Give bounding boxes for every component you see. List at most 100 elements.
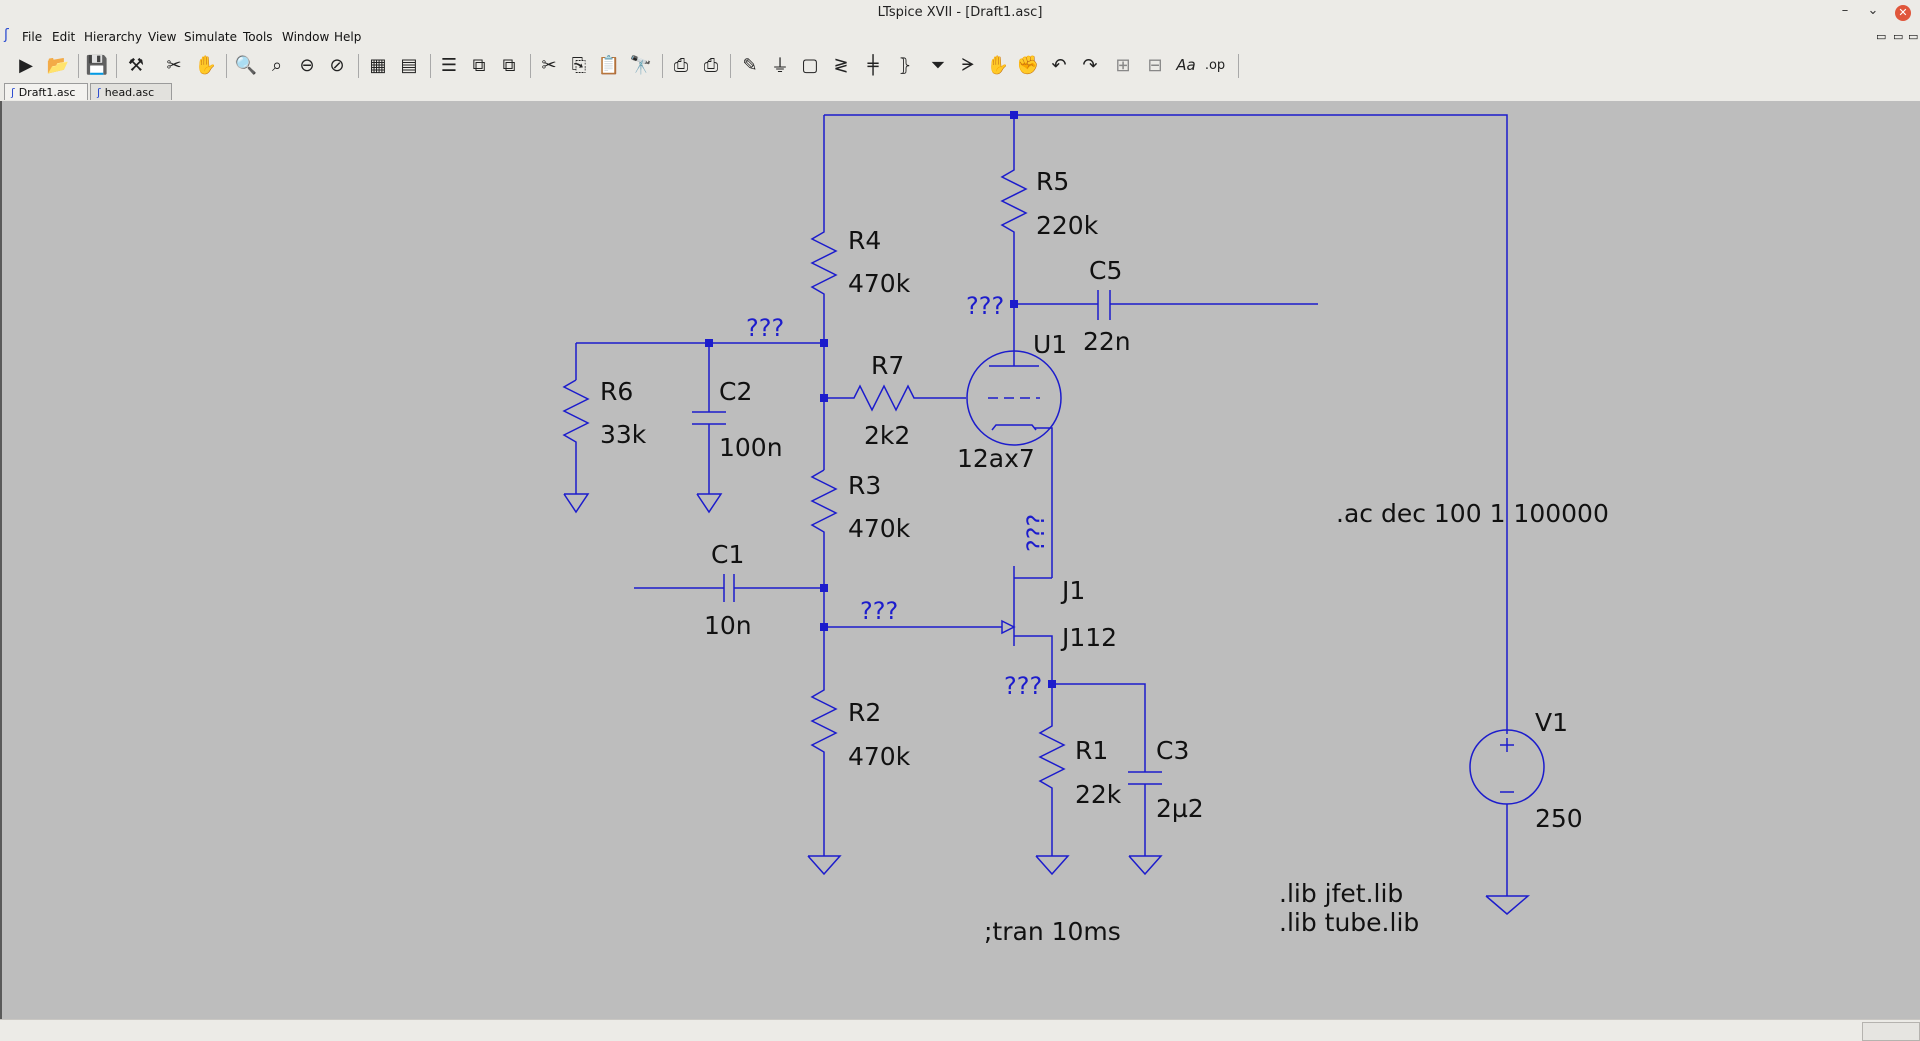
- C2-value: 100n: [719, 433, 783, 462]
- document-tabs: ʃ Draft1.asc ʃ head.asc: [0, 82, 1920, 102]
- lib-directive[interactable]: .lib jfet.lib: [1279, 879, 1403, 908]
- net-label[interactable]: ???: [966, 292, 1004, 320]
- menu-hierarchy[interactable]: Hierarchy: [84, 30, 143, 44]
- grid-icon[interactable]: ▤: [400, 54, 418, 76]
- lib-directive[interactable]: .lib tube.lib: [1279, 908, 1419, 937]
- capacitor-icon[interactable]: ╪: [867, 54, 879, 76]
- open-icon[interactable]: 📂: [46, 54, 70, 76]
- schematic-canvas[interactable]: R5 220k R4 470k C5 22n U1 12ax7 R7 2k2 R…: [0, 101, 1920, 1019]
- R6-value: 33k: [600, 420, 647, 449]
- rotate-icon[interactable]: ⊞: [1115, 54, 1131, 76]
- find-icon[interactable]: 🔭: [629, 54, 653, 76]
- R7-symbol[interactable]: [824, 384, 966, 412]
- menu-view[interactable]: View: [148, 30, 177, 44]
- print-icon[interactable]: ⎙: [673, 54, 689, 76]
- halt-icon[interactable]: ✂: [166, 54, 182, 76]
- move-icon[interactable]: ✋: [986, 54, 1010, 76]
- U1-symbol[interactable]: [966, 350, 1062, 446]
- C3-ref: C3: [1156, 736, 1189, 765]
- separator: [430, 54, 431, 78]
- paste-icon[interactable]: 📋: [597, 54, 621, 76]
- R1-value: 22k: [1075, 780, 1122, 809]
- component-icon[interactable]: ᗒ: [961, 54, 975, 76]
- zoom-fit-icon[interactable]: ⊘: [329, 54, 345, 76]
- menu-tools[interactable]: Tools: [243, 30, 273, 44]
- drag-icon[interactable]: ✊: [1016, 54, 1040, 76]
- net-label[interactable]: ???: [1022, 514, 1050, 552]
- cut-icon[interactable]: ✂: [541, 54, 557, 76]
- R3-ref: R3: [848, 471, 881, 500]
- ac-directive[interactable]: .ac dec 100 1 100000: [1336, 499, 1609, 528]
- menu-edit[interactable]: Edit: [52, 30, 76, 44]
- R1-symbol[interactable]: [1038, 684, 1066, 856]
- R6-symbol[interactable]: [562, 379, 590, 494]
- wire[interactable]: [1052, 683, 1146, 772]
- tab-head[interactable]: ʃ head.asc: [90, 83, 172, 100]
- wire[interactable]: [1034, 427, 1053, 578]
- tab-draft1[interactable]: ʃ Draft1.asc: [4, 83, 88, 100]
- run-icon[interactable]: ▶: [19, 54, 33, 76]
- mdi-min-icon[interactable]: ▭: [1893, 30, 1904, 43]
- inductor-icon[interactable]: ⦄: [898, 54, 912, 76]
- save-icon[interactable]: 💾: [85, 54, 109, 76]
- wire-icon[interactable]: ✎: [742, 54, 758, 76]
- diode-icon[interactable]: ⏷: [930, 54, 946, 76]
- cascade-icon[interactable]: ⧉: [502, 54, 516, 76]
- ground-icon[interactable]: ⏚: [771, 56, 789, 77]
- wire[interactable]: [824, 114, 1508, 734]
- separator: [1238, 54, 1239, 78]
- wire[interactable]: [1014, 635, 1053, 684]
- undo-icon[interactable]: ↶: [1051, 54, 1067, 76]
- separator: [116, 54, 117, 78]
- resistor-icon[interactable]: ≷: [833, 54, 849, 76]
- copy-icon[interactable]: ⎘: [571, 54, 587, 76]
- window-title: LTspice XVII - [Draft1.asc]: [877, 5, 1043, 20]
- label-icon[interactable]: ▢: [801, 54, 819, 76]
- mirror-icon[interactable]: ⊟: [1147, 54, 1163, 76]
- schematic-drawing[interactable]: R5 220k R4 470k C5 22n U1 12ax7 R7 2k2 R…: [2, 101, 1920, 1019]
- menu-simulate[interactable]: Simulate: [184, 30, 238, 44]
- app-icon: ʃ: [4, 27, 9, 43]
- redo-icon[interactable]: ↷: [1082, 54, 1098, 76]
- control-panel-icon[interactable]: ⚒: [127, 54, 145, 76]
- C3-value: 2µ2: [1156, 794, 1204, 823]
- R1-ref: R1: [1075, 736, 1108, 765]
- junction-dot: [1048, 680, 1056, 688]
- zoom-area-icon[interactable]: ⌕: [271, 54, 283, 76]
- maximize-button[interactable]: ⌄: [1867, 3, 1879, 18]
- R4-symbol[interactable]: [810, 223, 838, 343]
- separator: [226, 54, 227, 78]
- R2-symbol[interactable]: [810, 627, 838, 856]
- J1-ref: J1: [1060, 576, 1085, 605]
- mdi-restore-icon[interactable]: ▭: [1876, 30, 1887, 43]
- tran-comment[interactable]: ;tran 10ms: [984, 917, 1121, 946]
- junction-dot: [820, 394, 828, 402]
- menu-help[interactable]: Help: [334, 30, 362, 44]
- ground-icon: [1128, 855, 1163, 876]
- R5-symbol[interactable]: [1000, 160, 1028, 304]
- mdi-close-icon[interactable]: ▭: [1908, 30, 1919, 43]
- zoom-out-icon[interactable]: ⊖: [299, 54, 315, 76]
- tile-vertical-icon[interactable]: ⧉: [472, 54, 486, 76]
- minimize-button[interactable]: –: [1841, 3, 1849, 18]
- net-label[interactable]: ???: [860, 597, 898, 625]
- pan-icon[interactable]: ✋: [194, 54, 218, 76]
- text-icon[interactable]: Aa: [1176, 56, 1196, 74]
- tile-horizontal-icon[interactable]: ☰: [440, 54, 458, 76]
- close-button[interactable]: ✕: [1895, 5, 1911, 21]
- R4-ref: R4: [848, 226, 881, 255]
- schematic-icon: ʃ: [11, 85, 15, 99]
- menu-file[interactable]: File: [22, 30, 43, 44]
- junction-dot: [1010, 300, 1018, 308]
- zoom-in-icon[interactable]: 🔍: [234, 54, 258, 76]
- waveform-icon[interactable]: ▦: [369, 54, 387, 76]
- title-bar: LTspice XVII - [Draft1.asc] – ⌄ ✕: [0, 0, 1920, 27]
- C5-value: 22n: [1083, 327, 1131, 356]
- menu-window[interactable]: Window: [282, 30, 330, 44]
- V1-ref: V1: [1535, 708, 1568, 737]
- net-label[interactable]: ???: [746, 314, 784, 342]
- net-label[interactable]: ???: [1004, 672, 1042, 700]
- R3-symbol[interactable]: [810, 469, 838, 627]
- print-preview-icon[interactable]: ⎙: [703, 54, 719, 76]
- spice-directive-icon[interactable]: .op: [1204, 57, 1226, 73]
